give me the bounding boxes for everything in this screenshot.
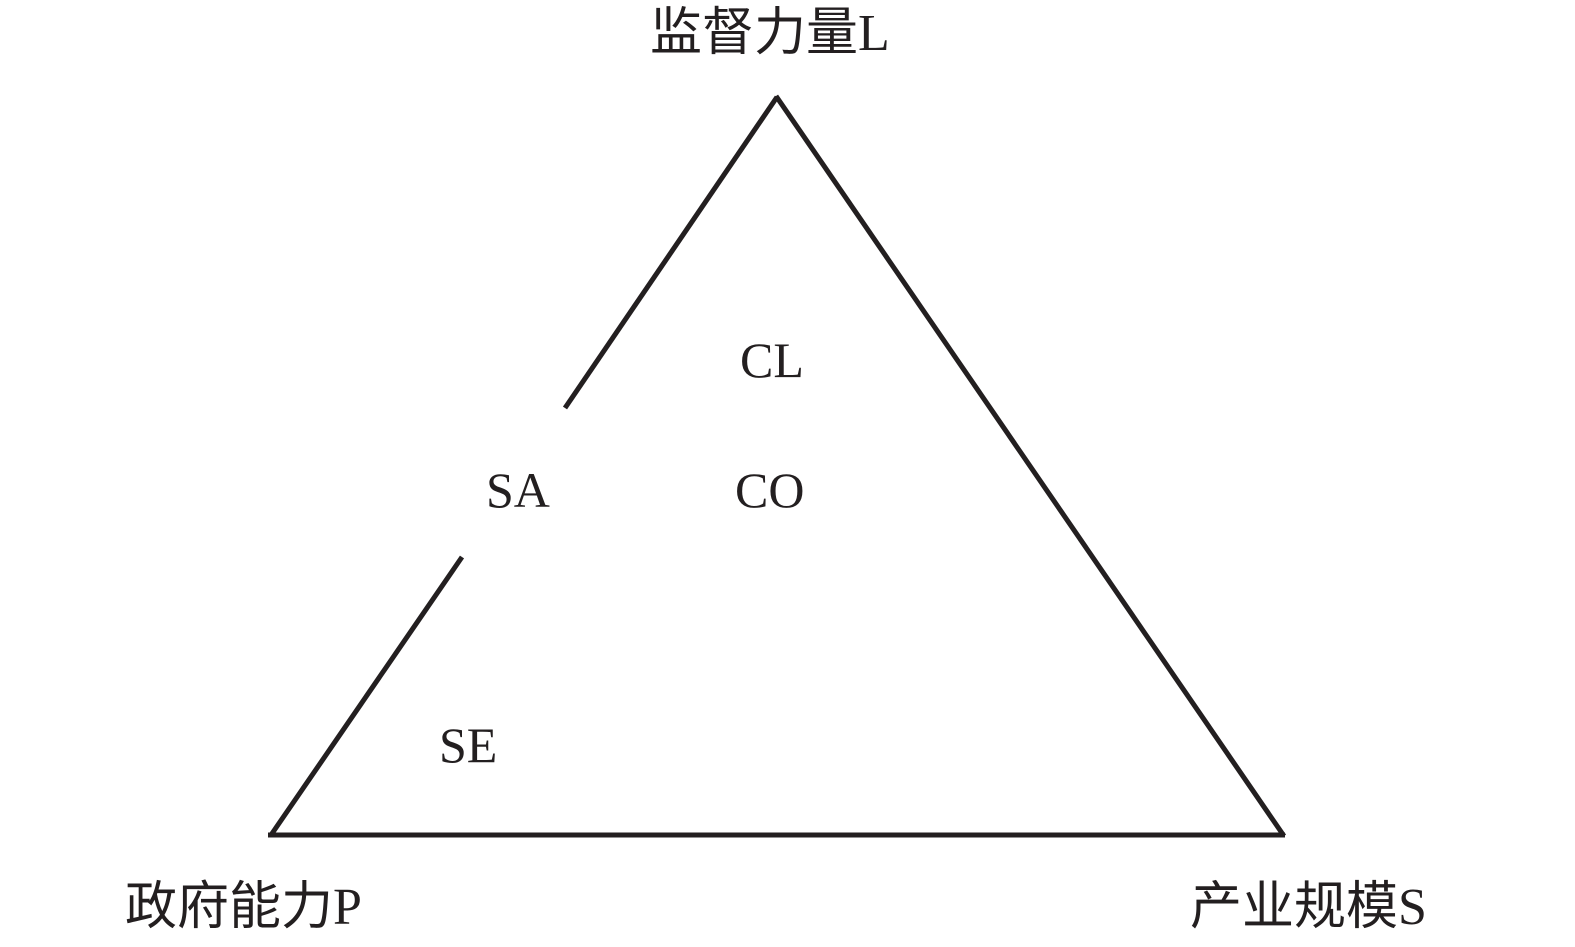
vertex-label-top: 监督力量L — [650, 5, 890, 62]
edge-right — [773, 94, 1287, 838]
region-label-sa: SA — [486, 462, 550, 518]
region-label-cl: CL — [740, 332, 804, 388]
vertex-label-right: 产业规模S — [1190, 879, 1427, 936]
region-label-co: CO — [735, 462, 805, 518]
vertex-label-left: 政府能力P — [125, 879, 362, 936]
edge-lower-gap-to-left — [268, 555, 465, 837]
edge-top-to-upper-gap — [562, 95, 780, 410]
region-label-se: SE — [439, 717, 498, 773]
